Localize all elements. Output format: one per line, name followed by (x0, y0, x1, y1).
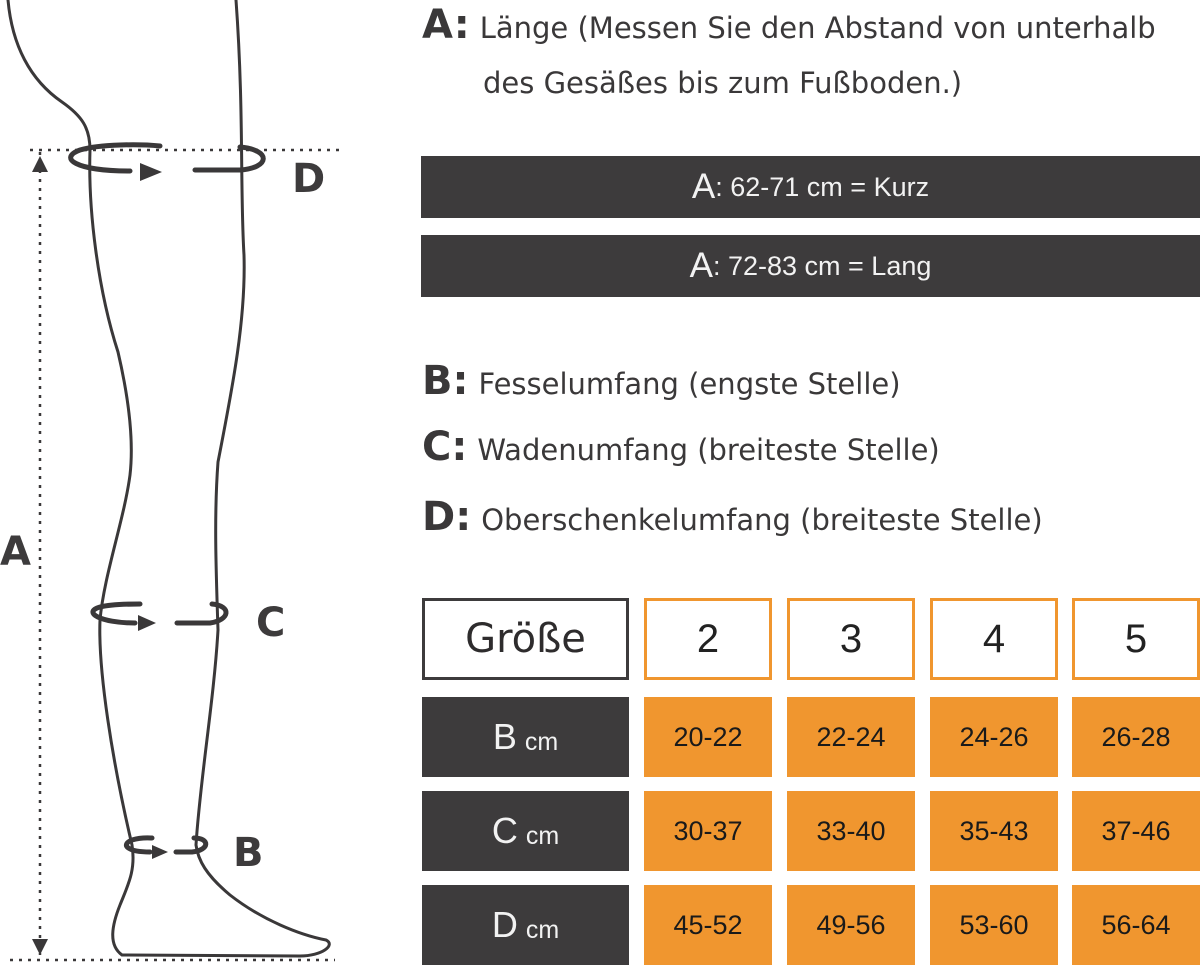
label-c: C (256, 600, 285, 646)
measure-b-arrowhead (152, 845, 168, 859)
definition-a-text-line2: des Gesäßes bis zum Fußboden.) (483, 66, 963, 100)
leg-outline (6, 0, 331, 958)
definition-c: C: Wadenumfang (breiteste Stelle) (422, 424, 940, 470)
size-header-2: 2 (644, 598, 772, 680)
measure-a-arrow-down (32, 939, 48, 955)
row-label-c-letter: C (491, 810, 518, 851)
row-label-b-letter: B (492, 716, 517, 757)
measure-a-arrow-up (32, 156, 48, 172)
value-d-size-5: 56-64 (1072, 885, 1200, 965)
definition-b-key: B: (422, 358, 469, 404)
value-c-size-3: 33-40 (787, 791, 915, 871)
size-header-5: 5 (1072, 598, 1200, 680)
definition-a-key: A: (422, 2, 470, 48)
definition-a-text-line1: Länge (Messen Sie den Abstand von unterh… (479, 11, 1156, 45)
value-b-size-3: 22-24 (787, 697, 915, 777)
length-bar-lang-text: : 72-83 cm = Lang (712, 250, 932, 281)
length-bar-kurz-letter: A (691, 167, 716, 206)
value-c-size-2: 30-37 (644, 791, 772, 871)
row-label-c-unit: cm (525, 821, 560, 850)
definition-d-key: D: (422, 494, 472, 540)
measure-d-arrow (68, 142, 266, 174)
value-b-size-4: 24-26 (930, 697, 1058, 777)
definition-a-line2: des Gesäßes bis zum Fußboden.) (483, 66, 962, 100)
definition-c-text: Wadenumfang (breiteste Stelle) (477, 433, 940, 467)
measure-c-arrowhead (138, 615, 156, 631)
definition-b: B: Fesselumfang (engste Stelle) (422, 358, 901, 404)
value-d-size-3: 49-56 (787, 885, 915, 965)
measure-c-arrow (90, 601, 229, 626)
value-b-size-2: 20-22 (644, 697, 772, 777)
length-bar-lang: A: 72-83 cm = Lang (421, 235, 1200, 297)
definition-a-line1: A: Länge (Messen Sie den Abstand von unte… (422, 2, 1156, 48)
length-bar-kurz: A: 62-71 cm = Kurz (421, 156, 1200, 218)
size-table-header-label: Größe (422, 598, 629, 680)
value-c-size-4: 35-43 (930, 791, 1058, 871)
definition-d: D: Oberschenkelumfang (breiteste Stelle) (422, 494, 1043, 540)
row-label-d-unit: cm (525, 915, 560, 944)
value-d-size-4: 53-60 (930, 885, 1058, 965)
measure-a-line (10, 148, 340, 962)
value-c-size-5: 37-46 (1072, 791, 1200, 871)
size-header-3: 3 (787, 598, 915, 680)
row-label-d-letter: D (491, 904, 518, 945)
size-header-4: 4 (930, 598, 1058, 680)
label-b: B (233, 830, 264, 876)
length-bar-kurz-text: : 62-71 cm = Kurz (715, 171, 930, 202)
label-a: A (0, 529, 31, 575)
definition-d-text: Oberschenkelumfang (breiteste Stelle) (481, 503, 1043, 537)
measure-b-arrow (124, 835, 209, 855)
value-d-size-2: 45-52 (644, 885, 772, 965)
definition-b-text: Fesselumfang (engste Stelle) (478, 367, 901, 401)
leg-diagram: A D C B (0, 0, 340, 962)
value-b-size-5: 26-28 (1072, 697, 1200, 777)
label-d: D (292, 156, 325, 202)
measure-d-arrowhead (140, 163, 162, 181)
definition-c-key: C: (422, 424, 468, 470)
length-bar-lang-letter: A (689, 246, 713, 285)
row-label-b-unit: cm (524, 727, 559, 756)
